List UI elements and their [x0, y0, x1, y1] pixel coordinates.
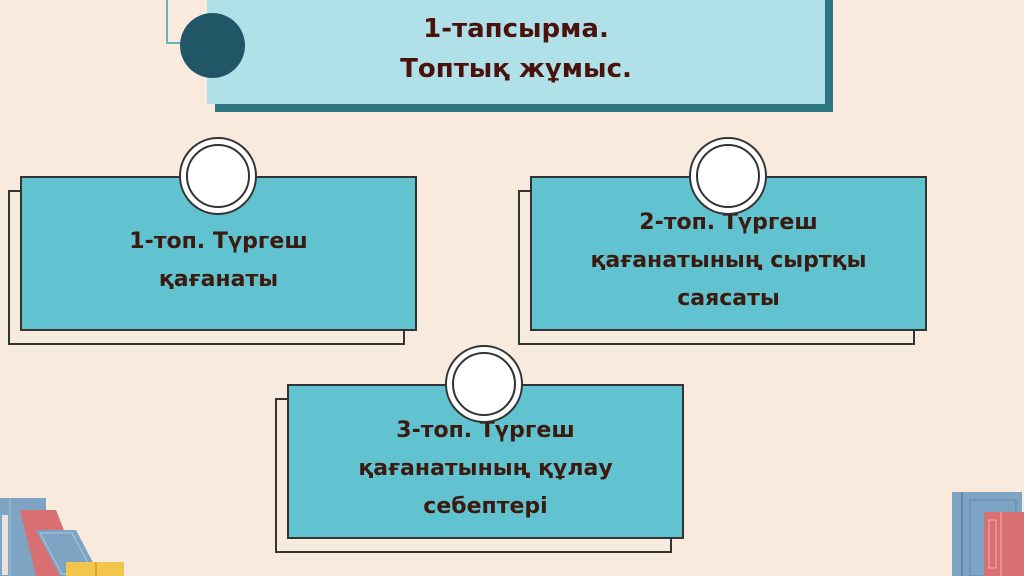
title-line-1: 1-тапсырма. [423, 14, 609, 44]
card-1-line: 1-топ. Түргеш [129, 228, 308, 254]
books-left-icon [0, 498, 124, 576]
decorative-circle [180, 13, 245, 78]
card-3-line: қағанатының құлау [358, 455, 613, 481]
card-3-line: себептері [423, 493, 548, 519]
card-2-line: саясаты [677, 285, 780, 311]
circle-badge-icon [689, 137, 767, 215]
title-box: 1-тапсырма. Топтық жұмыс. [207, 0, 825, 104]
title-line-2: Топтық жұмыс. [400, 54, 632, 84]
circle-badge-icon [179, 137, 257, 215]
card-2-line: қағанатының сыртқы [590, 247, 867, 273]
circle-badge-icon [445, 345, 523, 423]
card-1-line: қағанаты [158, 266, 279, 292]
books-right-icon [952, 492, 1024, 576]
